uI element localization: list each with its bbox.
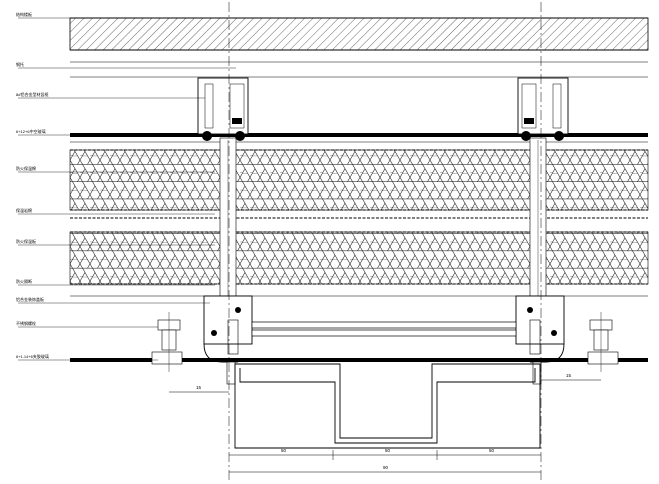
concrete-slab [69, 17, 649, 78]
left-mullion-assembly [197, 77, 253, 385]
left-bolt [151, 312, 183, 372]
centerlines [228, 2, 542, 480]
dim-seg-2: 50 [385, 448, 391, 453]
dim-left-offset: 15 [196, 385, 202, 390]
right-bolt [587, 312, 619, 372]
dimension-lines [169, 379, 601, 473]
u-channel [234, 363, 541, 449]
inner-frame [251, 321, 517, 337]
callout-insulation-1: 防火保温棉 [16, 165, 36, 171]
insulation-layers [69, 149, 649, 297]
callout-insulation-mid: 保温岩棉 [16, 207, 32, 213]
dim-seg-3: 50 [489, 448, 495, 453]
callout-bolt: 不锈钢螺栓 [16, 320, 36, 326]
upper-glass-band [70, 133, 648, 143]
callout-concrete: 结构楼板 [16, 11, 32, 17]
callout-cover-cap: 铝合金装饰盖板 [16, 296, 44, 302]
callout-fire-board: 防火隔断 [16, 278, 32, 284]
dim-seg-1: 50 [281, 448, 287, 453]
callout-anchor: 钢托 [16, 61, 24, 67]
dim-total: 90 [383, 465, 389, 470]
lower-glass-band [70, 358, 648, 362]
leader-lines [18, 17, 236, 361]
callout-glass-bottom: 6+1.14+6夹胶玻璃 [16, 353, 49, 359]
dim-right-offset: 15 [566, 373, 572, 378]
callout-insulation-2: 防火保温板 [16, 238, 36, 244]
callout-mullion-profile: 8#铝合金型材竖框 [16, 91, 48, 97]
right-mullion-assembly [515, 77, 569, 385]
callout-seal: 6+12+6中空玻璃 [16, 128, 46, 134]
